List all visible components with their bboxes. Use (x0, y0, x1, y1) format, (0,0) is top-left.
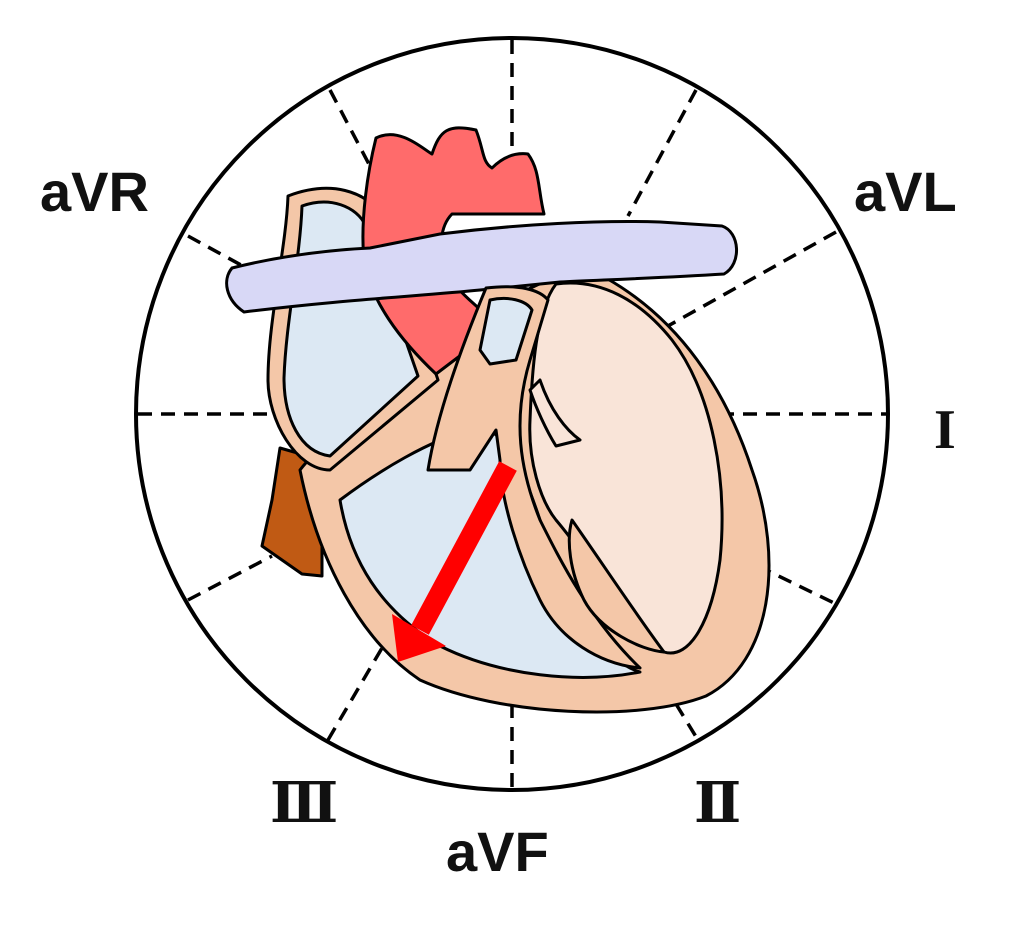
axis-arrow-head (392, 614, 446, 662)
axis-spoke-avl (649, 230, 837, 338)
axis-spoke-lower-right (757, 564, 837, 606)
septal-window (478, 296, 534, 366)
heart-illustration (225, 126, 771, 714)
label-avl: aVL (854, 160, 957, 223)
pulmonary-artery (225, 220, 738, 314)
label-avf: aVF (446, 820, 549, 883)
axis-spoke-lead-ii (674, 703, 700, 741)
electrical-axis-arrow (392, 461, 517, 662)
axis-spoke-top-right (626, 89, 698, 217)
axis-arrow-shaft (411, 461, 517, 635)
label-avr: aVR (40, 160, 149, 223)
papillary-muscle (567, 518, 666, 654)
mitral-valve (528, 378, 582, 448)
label-lead-iii: Ⅲ (270, 773, 338, 835)
axis-spoke-lead-iii (326, 647, 384, 741)
left-ventricle (528, 281, 724, 655)
axis-spoke-top-left (328, 89, 374, 171)
axis-spoke-lower-left (187, 554, 273, 602)
label-lead-i: I (934, 399, 956, 461)
label-lead-ii: Ⅱ (694, 773, 741, 835)
interventricular-septum (426, 285, 642, 670)
